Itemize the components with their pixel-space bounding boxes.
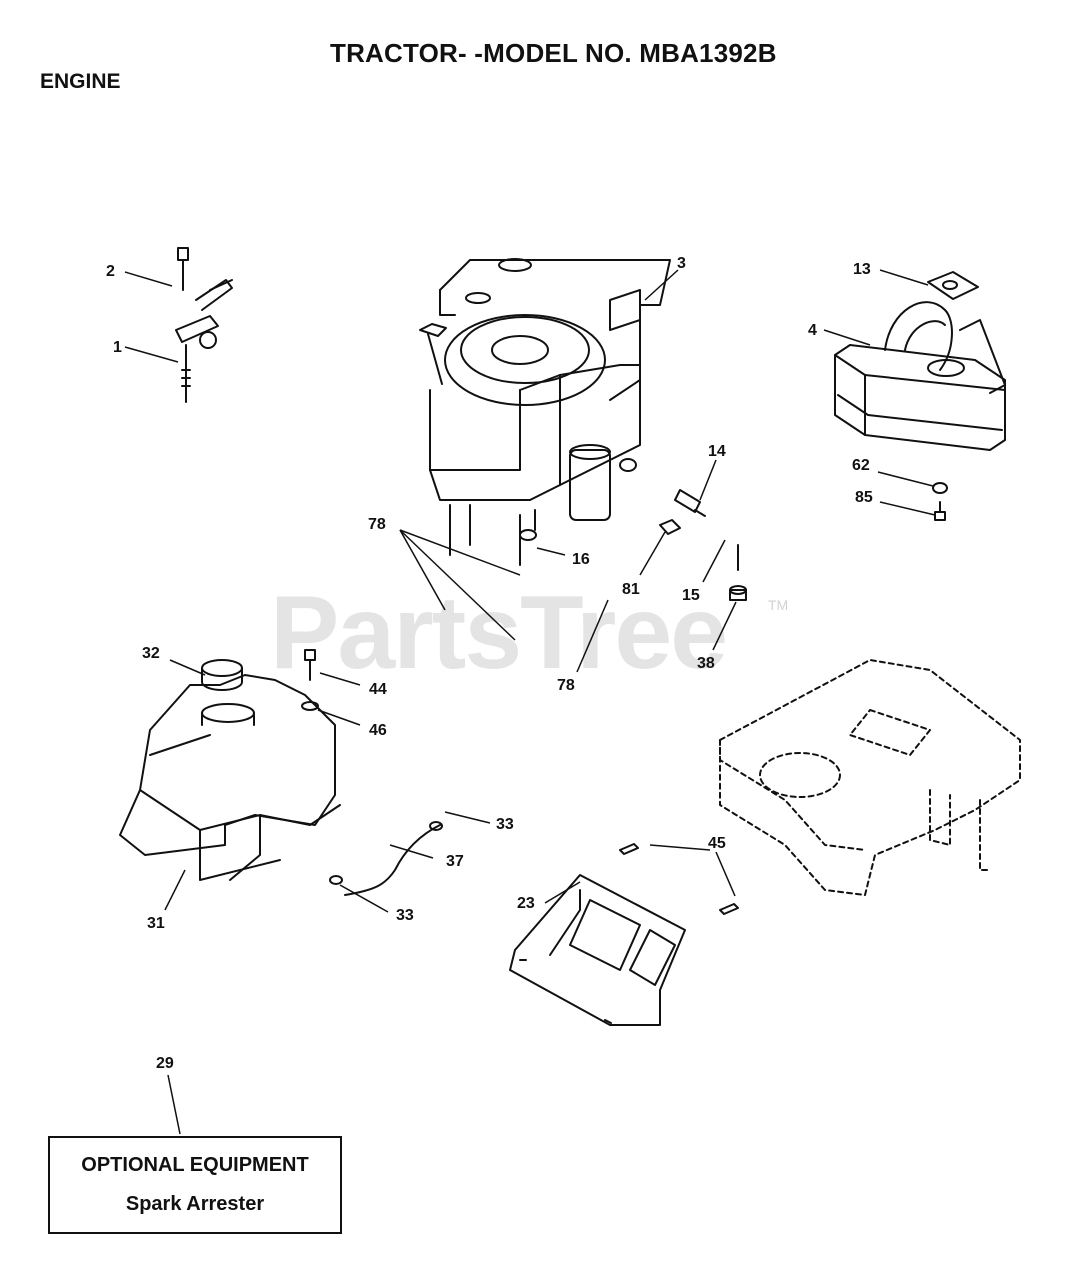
callout-23: 23 [517, 895, 535, 912]
callout-81: 81 [622, 581, 640, 598]
throttle-control-part [175, 247, 233, 403]
callout-78-lower: 78 [557, 677, 575, 694]
optional-equipment-heading: OPTIONAL EQUIPMENT [81, 1154, 309, 1176]
hardware-parts [659, 489, 747, 601]
callout-29: 29 [156, 1055, 174, 1072]
watermark-trademark: TM [768, 597, 789, 613]
callout-15: 15 [682, 587, 700, 604]
engine-part [419, 258, 671, 566]
washer-bolt-parts [932, 482, 948, 521]
callout-14: 14 [708, 443, 726, 460]
callout-3: 3 [677, 255, 686, 272]
section-label: ENGINE [40, 70, 121, 93]
page-title: TRACTOR- -MODEL NO. MBA1392B [330, 38, 777, 68]
optional-equipment-box: OPTIONAL EQUIPMENT Spark Arrester [48, 1136, 342, 1234]
screw-parts [619, 843, 739, 915]
callout-2: 2 [106, 263, 115, 280]
callout-46: 46 [369, 722, 387, 739]
watermark: PartsTree [270, 575, 728, 691]
callout-33-lower: 33 [396, 907, 414, 924]
callout-16: 16 [572, 551, 590, 568]
callout-37: 37 [446, 853, 464, 870]
fuel-line-part [329, 821, 443, 896]
callout-32: 32 [142, 645, 160, 662]
callout-33-upper: 33 [496, 816, 514, 833]
callout-44: 44 [369, 681, 387, 698]
bracket-part [509, 874, 686, 1026]
callout-62: 62 [852, 457, 870, 474]
callout-1: 1 [113, 339, 122, 356]
callout-38: 38 [697, 655, 715, 672]
callout-85: 85 [855, 489, 873, 506]
callout-45: 45 [708, 835, 726, 852]
callout-78-upper: 78 [368, 516, 386, 533]
fuel-tank-part [119, 649, 341, 881]
frame-part [719, 659, 1021, 896]
muffler-part [834, 271, 1006, 451]
callout-31: 31 [147, 915, 165, 932]
callout-13: 13 [853, 261, 871, 278]
callout-4: 4 [808, 322, 817, 339]
optional-equipment-item: Spark Arrester [125, 1193, 265, 1215]
